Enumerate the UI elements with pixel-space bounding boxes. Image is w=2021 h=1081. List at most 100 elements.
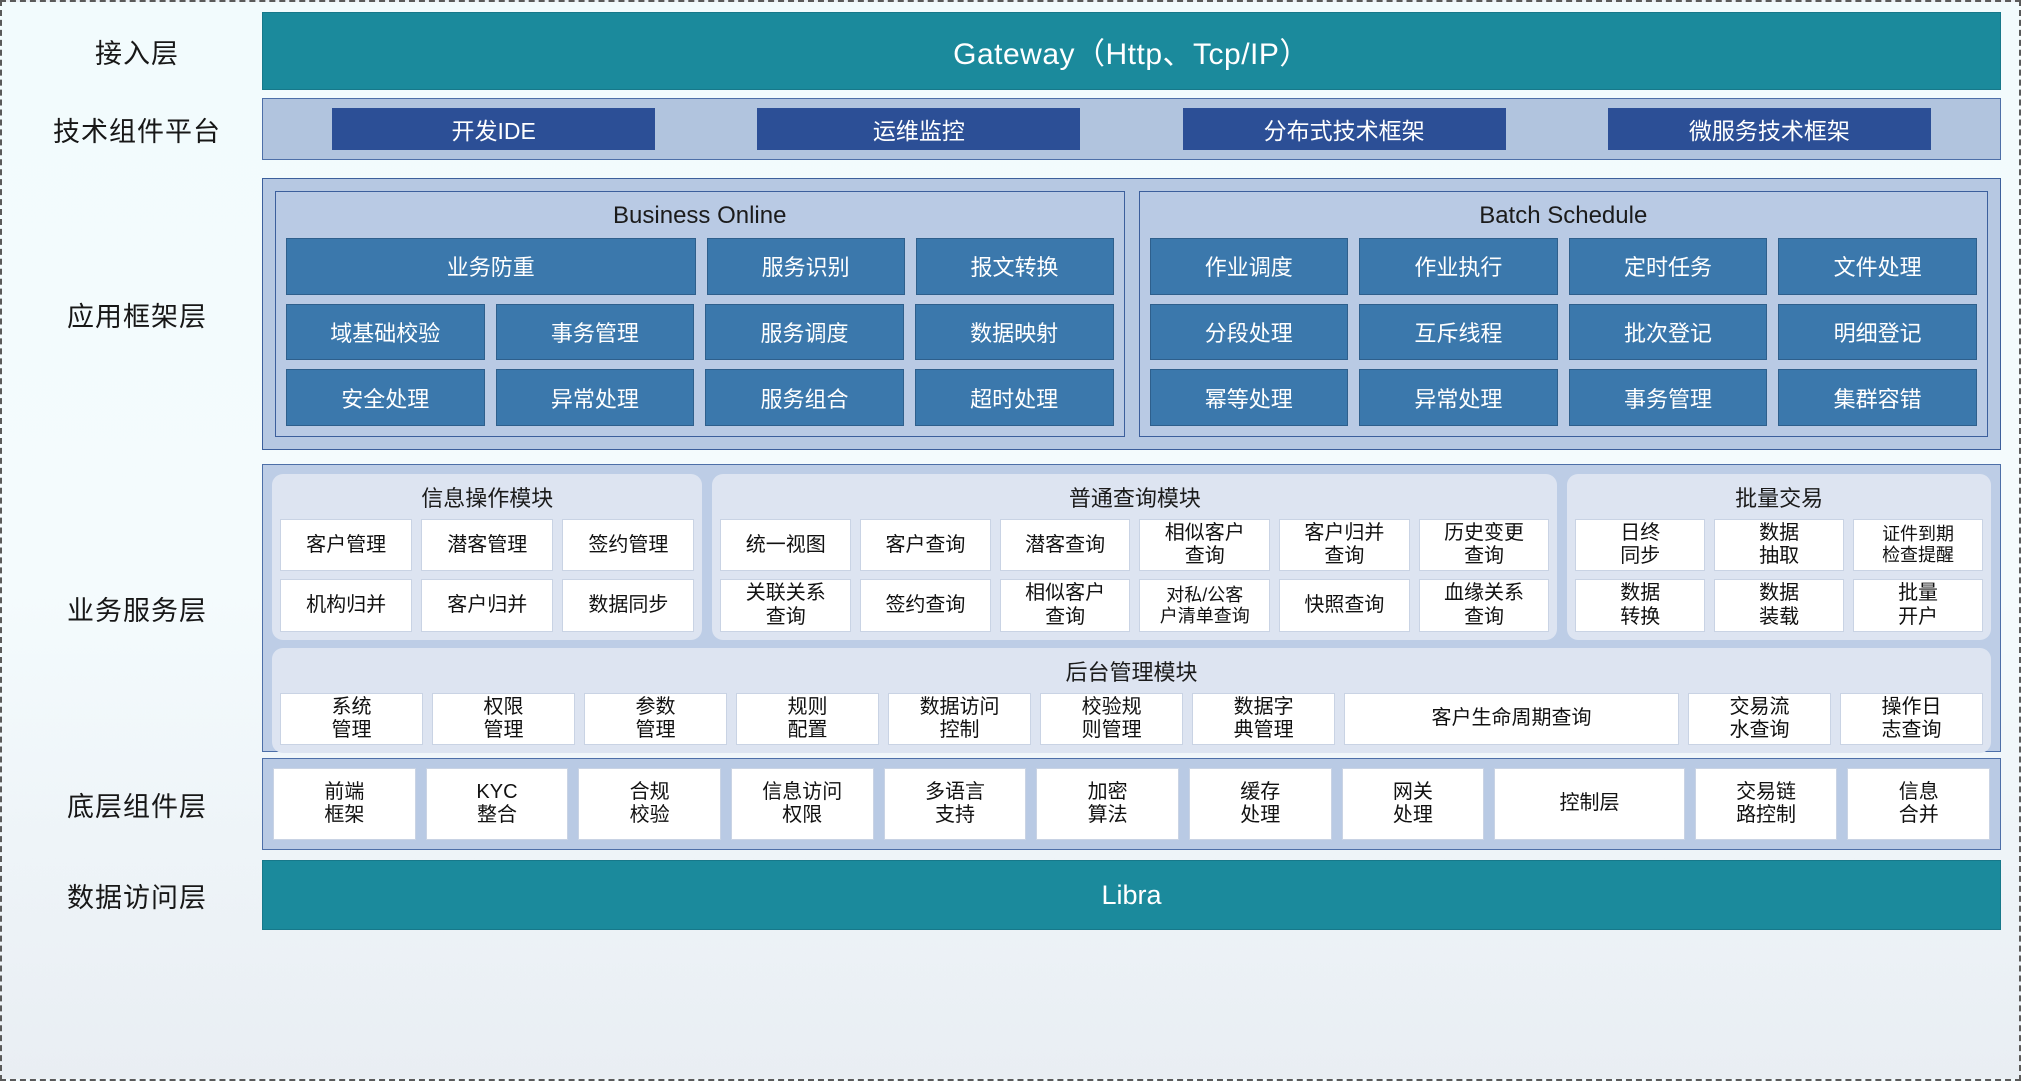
framework-cell-0-0-2[interactable]: 报文转换 <box>915 238 1114 295</box>
base-component-cell-9[interactable]: 交易链路控制 <box>1694 768 1838 840</box>
business-module-2: 批量交易日终同步数据抽取证件到期检查提醒数据转换数据装载批量开户 <box>1567 474 1991 640</box>
business-cell-1-1-3[interactable]: 对私/公客户清单查询 <box>1139 579 1271 632</box>
business-module-row: 数据转换数据装载批量开户 <box>1575 579 1984 632</box>
framework-cell-0-1-3[interactable]: 数据映射 <box>914 303 1114 361</box>
business-cell-0-0-0[interactable]: 客户管理 <box>280 519 413 572</box>
framework-row: 域基础校验事务管理服务调度数据映射 <box>286 303 1114 361</box>
framework-cell-0-2-2[interactable]: 服务组合 <box>705 369 904 427</box>
layer-label-base-component: 底层组件层 <box>67 791 207 822</box>
admin-module-title: 后台管理模块 <box>1065 659 1198 685</box>
framework-cell-1-0-3[interactable]: 文件处理 <box>1778 238 1977 295</box>
framework-cell-0-1-1[interactable]: 事务管理 <box>495 303 695 361</box>
framework-cell-0-2-1[interactable]: 异常处理 <box>495 369 695 427</box>
framework-row: 幂等处理异常处理事务管理集群容错 <box>1149 369 1977 427</box>
admin-cell-1[interactable]: 权限管理 <box>432 692 576 746</box>
business-module-row: 关联关系查询签约查询相似客户查询对私/公客户清单查询快照查询血缘关系查询 <box>720 579 1550 632</box>
business-cell-2-0-2[interactable]: 证件到期检查提醒 <box>1853 519 1984 572</box>
business-cell-1-1-2[interactable]: 相似客户查询 <box>999 579 1131 632</box>
admin-cell-9[interactable]: 操作日志查询 <box>1839 692 1983 746</box>
business-module-row: 客户管理潜客管理签约管理 <box>280 519 695 572</box>
admin-cell-6[interactable]: 数据字典管理 <box>1192 692 1336 746</box>
framework-row: 安全处理异常处理服务组合超时处理 <box>286 369 1114 427</box>
base-component-cell-2[interactable]: 合规校验 <box>578 768 721 840</box>
business-service-band: 信息操作模块客户管理潜客管理签约管理机构归并客户归并数据同步普通查询模块统一视图… <box>262 464 2001 754</box>
base-component-cell-8[interactable]: 控制层 <box>1494 768 1685 840</box>
framework-cell-1-0-2[interactable]: 定时任务 <box>1568 238 1768 295</box>
business-module-grid: 统一视图客户查询潜客查询相似客户查询客户归并查询历史变更查询关联关系查询签约查询… <box>720 519 1550 632</box>
framework-group-title: Batch Schedule <box>1479 202 1648 229</box>
data-access-row: 数据访问层 Libra <box>12 860 2001 930</box>
business-cell-2-1-1[interactable]: 数据装载 <box>1714 579 1845 632</box>
admin-cell-2[interactable]: 参数管理 <box>584 692 728 746</box>
business-module-title: 普通查询模块 <box>1068 486 1201 511</box>
admin-cell-5[interactable]: 校验规则管理 <box>1040 692 1184 746</box>
admin-cell-0[interactable]: 系统管理 <box>280 692 424 746</box>
framework-cell-1-1-3[interactable]: 明细登记 <box>1778 303 1977 361</box>
business-cell-1-1-5[interactable]: 血缘关系查询 <box>1418 579 1550 632</box>
framework-cell-1-0-1[interactable]: 作业执行 <box>1359 238 1558 295</box>
business-cell-2-0-1[interactable]: 数据抽取 <box>1714 519 1845 572</box>
admin-module: 后台管理模块 系统管理权限管理参数管理规则配置数据访问控制校验规则管理数据字典管… <box>272 647 1991 754</box>
layer-label-business-service: 业务服务层 <box>67 595 207 626</box>
framework-cell-1-2-1[interactable]: 异常处理 <box>1359 369 1558 427</box>
admin-cell-4[interactable]: 数据访问控制 <box>888 692 1032 746</box>
base-component-cell-5[interactable]: 加密算法 <box>1036 768 1179 840</box>
base-component-cell-10[interactable]: 信息合并 <box>1847 768 1991 840</box>
access-layer-row: 接入层 Gateway（Http、Tcp/IP） <box>12 12 2001 90</box>
business-module-0: 信息操作模块客户管理潜客管理签约管理机构归并客户归并数据同步 <box>272 474 703 640</box>
admin-cell-3[interactable]: 规则配置 <box>736 692 880 746</box>
business-cell-1-0-5[interactable]: 历史变更查询 <box>1418 519 1550 572</box>
framework-cell-0-2-0[interactable]: 安全处理 <box>286 369 485 427</box>
framework-cell-1-1-0[interactable]: 分段处理 <box>1149 303 1349 361</box>
base-component-cell-6[interactable]: 缓存处理 <box>1188 768 1332 840</box>
tech-chip-0[interactable]: 开发IDE <box>332 108 656 150</box>
business-cell-2-1-2[interactable]: 批量开户 <box>1853 579 1984 632</box>
framework-cell-1-1-1[interactable]: 互斥线程 <box>1359 303 1558 361</box>
business-module-title: 批量交易 <box>1735 486 1824 511</box>
framework-cell-0-0-1[interactable]: 服务识别 <box>706 238 905 295</box>
business-cell-0-0-1[interactable]: 潜客管理 <box>421 519 554 572</box>
business-modules-container: 信息操作模块客户管理潜客管理签约管理机构归并客户归并数据同步普通查询模块统一视图… <box>272 474 1991 640</box>
framework-cell-0-2-3[interactable]: 超时处理 <box>914 369 1114 427</box>
tech-chip-2[interactable]: 分布式技术框架 <box>1182 108 1506 150</box>
business-cell-1-1-0[interactable]: 关联关系查询 <box>720 579 852 632</box>
framework-cell-1-2-3[interactable]: 集群容错 <box>1778 369 1977 427</box>
tech-chip-1[interactable]: 运维监控 <box>757 108 1081 150</box>
business-cell-1-0-4[interactable]: 客户归并查询 <box>1279 519 1410 572</box>
framework-cell-0-0-0[interactable]: 业务防重 <box>286 238 696 295</box>
base-component-cell-3[interactable]: 信息访问权限 <box>730 768 874 840</box>
layer-label-data-access: 数据访问层 <box>67 882 207 913</box>
business-module-row: 机构归并客户归并数据同步 <box>280 579 695 632</box>
business-cell-1-0-1[interactable]: 客户查询 <box>860 519 991 572</box>
business-cell-0-1-1[interactable]: 客户归并 <box>421 579 554 632</box>
framework-cell-1-0-0[interactable]: 作业调度 <box>1149 238 1349 295</box>
framework-cell-1-1-2[interactable]: 批次登记 <box>1568 303 1768 361</box>
admin-cell-8[interactable]: 交易流水查询 <box>1687 692 1831 746</box>
framework-row: 作业调度作业执行定时任务文件处理 <box>1149 238 1977 295</box>
business-cell-2-0-0[interactable]: 日终同步 <box>1575 519 1706 572</box>
admin-cell-7[interactable]: 客户生命周期查询 <box>1344 692 1679 746</box>
business-cell-1-0-0[interactable]: 统一视图 <box>720 519 852 572</box>
business-cell-1-0-2[interactable]: 潜客查询 <box>999 519 1131 572</box>
base-component-cell-7[interactable]: 网关处理 <box>1341 768 1485 840</box>
framework-cell-1-2-0[interactable]: 幂等处理 <box>1149 369 1349 427</box>
business-cell-1-1-1[interactable]: 签约查询 <box>860 579 991 632</box>
base-component-cell-4[interactable]: 多语言支持 <box>883 768 1027 840</box>
base-component-cell-0[interactable]: 前端框架 <box>273 768 416 840</box>
business-cell-0-1-0[interactable]: 机构归并 <box>280 579 413 632</box>
framework-cell-1-2-2[interactable]: 事务管理 <box>1568 369 1768 427</box>
business-cell-2-1-0[interactable]: 数据转换 <box>1575 579 1706 632</box>
business-cell-0-0-2[interactable]: 签约管理 <box>562 519 695 572</box>
tech-chip-3[interactable]: 微服务技术框架 <box>1607 108 1931 150</box>
business-module-title: 信息操作模块 <box>421 486 554 511</box>
admin-module-items: 系统管理权限管理参数管理规则配置数据访问控制校验规则管理数据字典管理客户生命周期… <box>280 692 1983 746</box>
framework-cell-0-1-2[interactable]: 服务调度 <box>705 303 904 361</box>
framework-cell-0-1-0[interactable]: 域基础校验 <box>286 303 485 361</box>
business-cell-1-0-3[interactable]: 相似客户查询 <box>1139 519 1271 572</box>
business-cell-0-1-2[interactable]: 数据同步 <box>562 579 695 632</box>
business-cell-1-1-4[interactable]: 快照查询 <box>1279 579 1410 632</box>
